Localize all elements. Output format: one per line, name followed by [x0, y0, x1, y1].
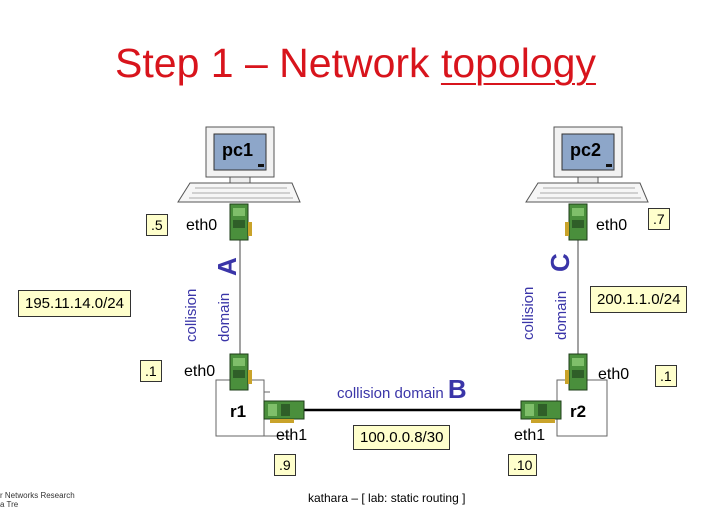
r2-eth0-address: .1: [655, 365, 677, 387]
r1-eth0-label: eth0: [184, 363, 216, 380]
r1-eth1-label: eth1: [276, 427, 308, 444]
collision-domain-c-letter: C: [545, 253, 575, 272]
pc2-computer: [525, 126, 649, 203]
pc1-computer: [177, 126, 301, 203]
r2-eth0-label: eth0: [598, 366, 630, 383]
collision-domain-c-line2: domain: [553, 290, 570, 340]
pc1-address: .5: [146, 214, 168, 236]
footer-left: r Networks Research a Tre: [0, 491, 75, 509]
nic-r1-eth0: [229, 353, 252, 391]
subnet-a: 195.11.14.0/24: [18, 290, 131, 317]
title-part2: topology: [440, 40, 596, 86]
subnet-c: 200.1.1.0/24: [590, 286, 688, 313]
collision-domain-a-letter: A: [212, 257, 242, 276]
footer-left-line2: a Tre: [0, 500, 19, 509]
collision-domain-a-line2: domain: [216, 292, 233, 342]
pc2-eth0-label: eth0: [596, 217, 628, 234]
r2-label: r2: [570, 402, 587, 421]
pc2-label: pc2: [570, 140, 602, 160]
footer-center: kathara – [ lab: static routing ]: [308, 491, 466, 505]
collision-domain-b: collision domain B: [337, 374, 467, 405]
nic-r2-eth0: [565, 353, 588, 391]
pc1-label: pc1: [222, 140, 254, 160]
nic-pc2-eth0: [565, 203, 588, 241]
page-title: Step 1 – Network topology: [0, 40, 711, 87]
nic-r2-eth1: [520, 400, 562, 423]
nic-r1-eth1: [263, 400, 305, 423]
footer-left-line1: r Networks Research: [0, 491, 75, 500]
pc1-eth0-label: eth0: [186, 217, 218, 234]
subnet-b: 100.0.0.8/30: [353, 425, 451, 450]
r2-eth1-label: eth1: [514, 427, 546, 444]
collision-domain-b-text: collision domain: [337, 385, 444, 402]
r1-label: r1: [230, 402, 247, 421]
collision-domain-a-line1: collision: [183, 288, 200, 342]
r1-eth0-address: .1: [140, 360, 162, 382]
collision-domain-c-line1: collision: [520, 286, 537, 340]
nic-pc1-eth0: [229, 203, 252, 241]
r1-eth1-address: .9: [274, 454, 296, 476]
r2-eth1-address: .10: [508, 454, 538, 476]
title-part1: Step 1 – Network: [115, 40, 441, 86]
collision-domain-b-letter: B: [447, 374, 467, 404]
pc2-address: .7: [648, 208, 670, 230]
